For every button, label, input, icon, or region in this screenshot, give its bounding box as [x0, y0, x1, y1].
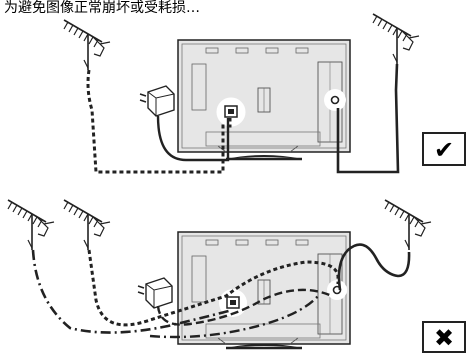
- cross-mark-icon: ✖: [434, 324, 454, 352]
- check-mark-icon: ✔: [434, 136, 454, 164]
- power-adapter-icon: [138, 278, 172, 308]
- antenna-jack-right: [332, 97, 339, 104]
- panel-correct: ✔: [64, 14, 465, 172]
- power-adapter-icon: [140, 86, 174, 116]
- antenna-icon: [385, 200, 431, 250]
- tv-stand: [226, 155, 302, 159]
- antenna-icon: [64, 200, 110, 250]
- panel-incorrect: ✖: [8, 200, 465, 352]
- antenna-icon: [373, 14, 419, 64]
- tv-back-panel: [178, 40, 350, 152]
- tv-back-panel: [178, 232, 350, 344]
- antenna-icon: [64, 20, 110, 70]
- antenna-icon: [8, 200, 54, 250]
